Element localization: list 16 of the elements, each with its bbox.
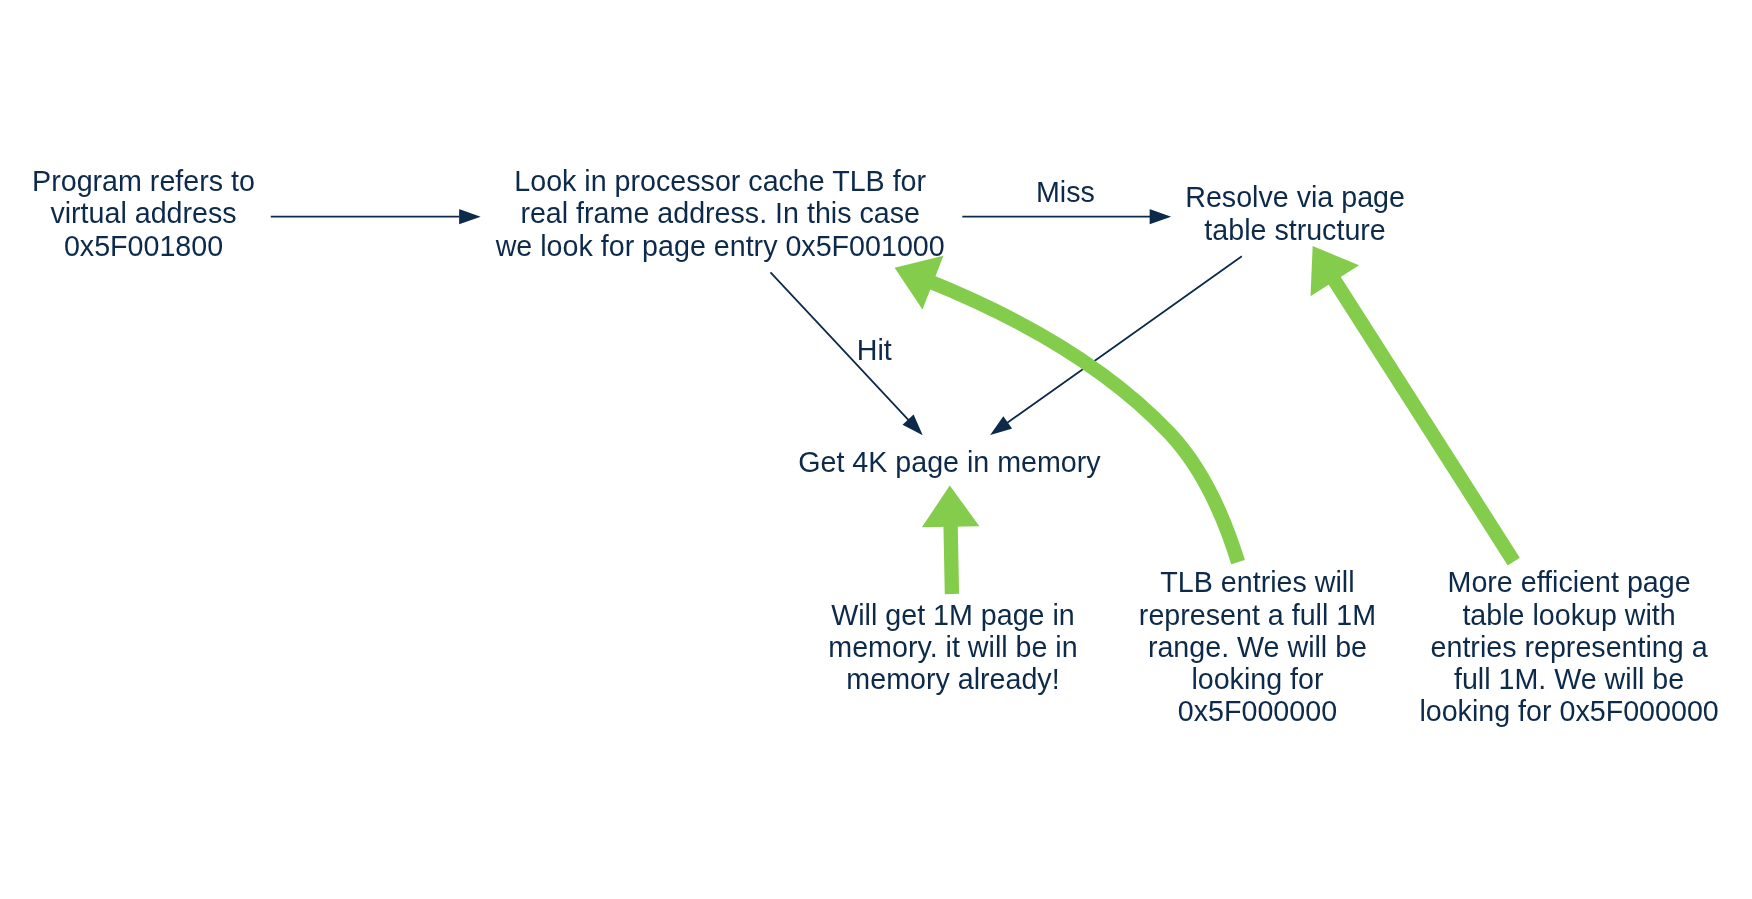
arrow — [894, 255, 1245, 565]
node-text: Get 4K page in memory — [798, 446, 1101, 479]
arrow — [269, 209, 481, 225]
arrow — [769, 271, 923, 436]
node-text: More efficient page table lookup with entries representing a full 1M. We will be looking for 0x5F000000 — [1419, 566, 1719, 728]
arrow — [1310, 246, 1520, 566]
node-text: Will get 1M page in memory. it will be in memory already! — [828, 598, 1078, 696]
edge-label: Hit — [856, 333, 892, 366]
arrow — [990, 255, 1243, 435]
node-text: Look in processor cache TLB for real frame address. In this case we look for page entry 0x5F001000 — [495, 165, 945, 262]
arrow — [921, 485, 980, 595]
node-text: Resolve via page table structure — [1185, 181, 1405, 246]
edge-label: Miss — [1035, 176, 1095, 208]
node-text: TLB entries will represent a full 1M range. We will be looking for 0x5F000000 — [1138, 566, 1377, 728]
node-text: Program refers to virtual address 0x5F001800 — [32, 165, 255, 262]
arrow — [961, 209, 1172, 225]
